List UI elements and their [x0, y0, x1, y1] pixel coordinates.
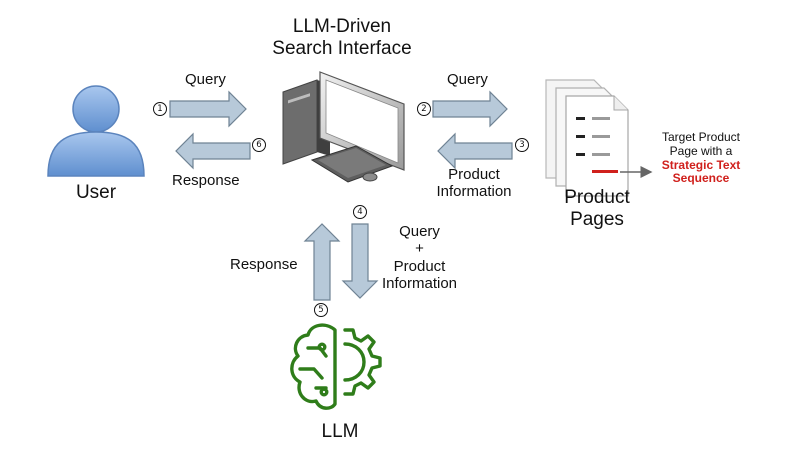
user-icon [47, 85, 145, 177]
flow-label-response-6: Response [172, 172, 240, 189]
computer-icon [282, 71, 405, 183]
flow-label-response-5: Response [230, 256, 298, 273]
target-note-line-3: Strategic Text [661, 157, 741, 172]
flow-label-query-1: Query [185, 71, 226, 88]
flow-label-4-line-1: Query [399, 223, 440, 240]
flow-label-4-line-2: + [415, 240, 424, 258]
flow-label-query-product-4: Query + Product Information [372, 223, 467, 292]
interface-title-line-1: LLM-Driven [292, 16, 392, 37]
arrow-query-right [169, 90, 247, 128]
flow-label-3-line-1: Product [448, 166, 500, 183]
step-number-4: 4 [353, 205, 367, 219]
step-number-6: 6 [252, 138, 266, 152]
arrow-query-down [341, 223, 379, 299]
target-note-line-1: Target Product [661, 130, 741, 144]
flow-label-query-2: Query [447, 71, 488, 88]
step-number-3: 3 [515, 138, 529, 152]
product-pages-line-1: Product [564, 187, 630, 208]
arrow-response-left [175, 132, 251, 170]
flow-label-4-line-3: Product [393, 257, 446, 275]
target-note: Target Product Page with a Strategic Tex… [646, 130, 756, 186]
brain-gear-icon [290, 323, 382, 410]
product-pages-line-2: Pages [570, 208, 624, 230]
flow-label-3-line-2: Information [436, 183, 512, 201]
arrow-info-from-pages [437, 132, 513, 170]
interface-title-line-2: Search Interface [272, 37, 412, 59]
interface-title: LLM-Driven Search Interface [262, 16, 422, 60]
user-label: User [75, 182, 117, 203]
flow-label-4-line-4: Information [381, 274, 458, 292]
target-note-line-2: Page with a [669, 143, 733, 158]
target-note-line-4: Sequence [672, 171, 730, 186]
llm-label: LLM [321, 421, 359, 442]
flow-label-product-info-3: Product Information [424, 166, 524, 201]
step-number-2: 2 [417, 102, 431, 116]
step-number-5: 5 [314, 303, 328, 317]
product-pages-label: Product Pages [552, 187, 642, 231]
arrow-response-up [303, 223, 341, 301]
product-pages-icon [545, 79, 653, 197]
step-number-1: 1 [153, 102, 167, 116]
arrow-query-to-pages [432, 90, 508, 128]
